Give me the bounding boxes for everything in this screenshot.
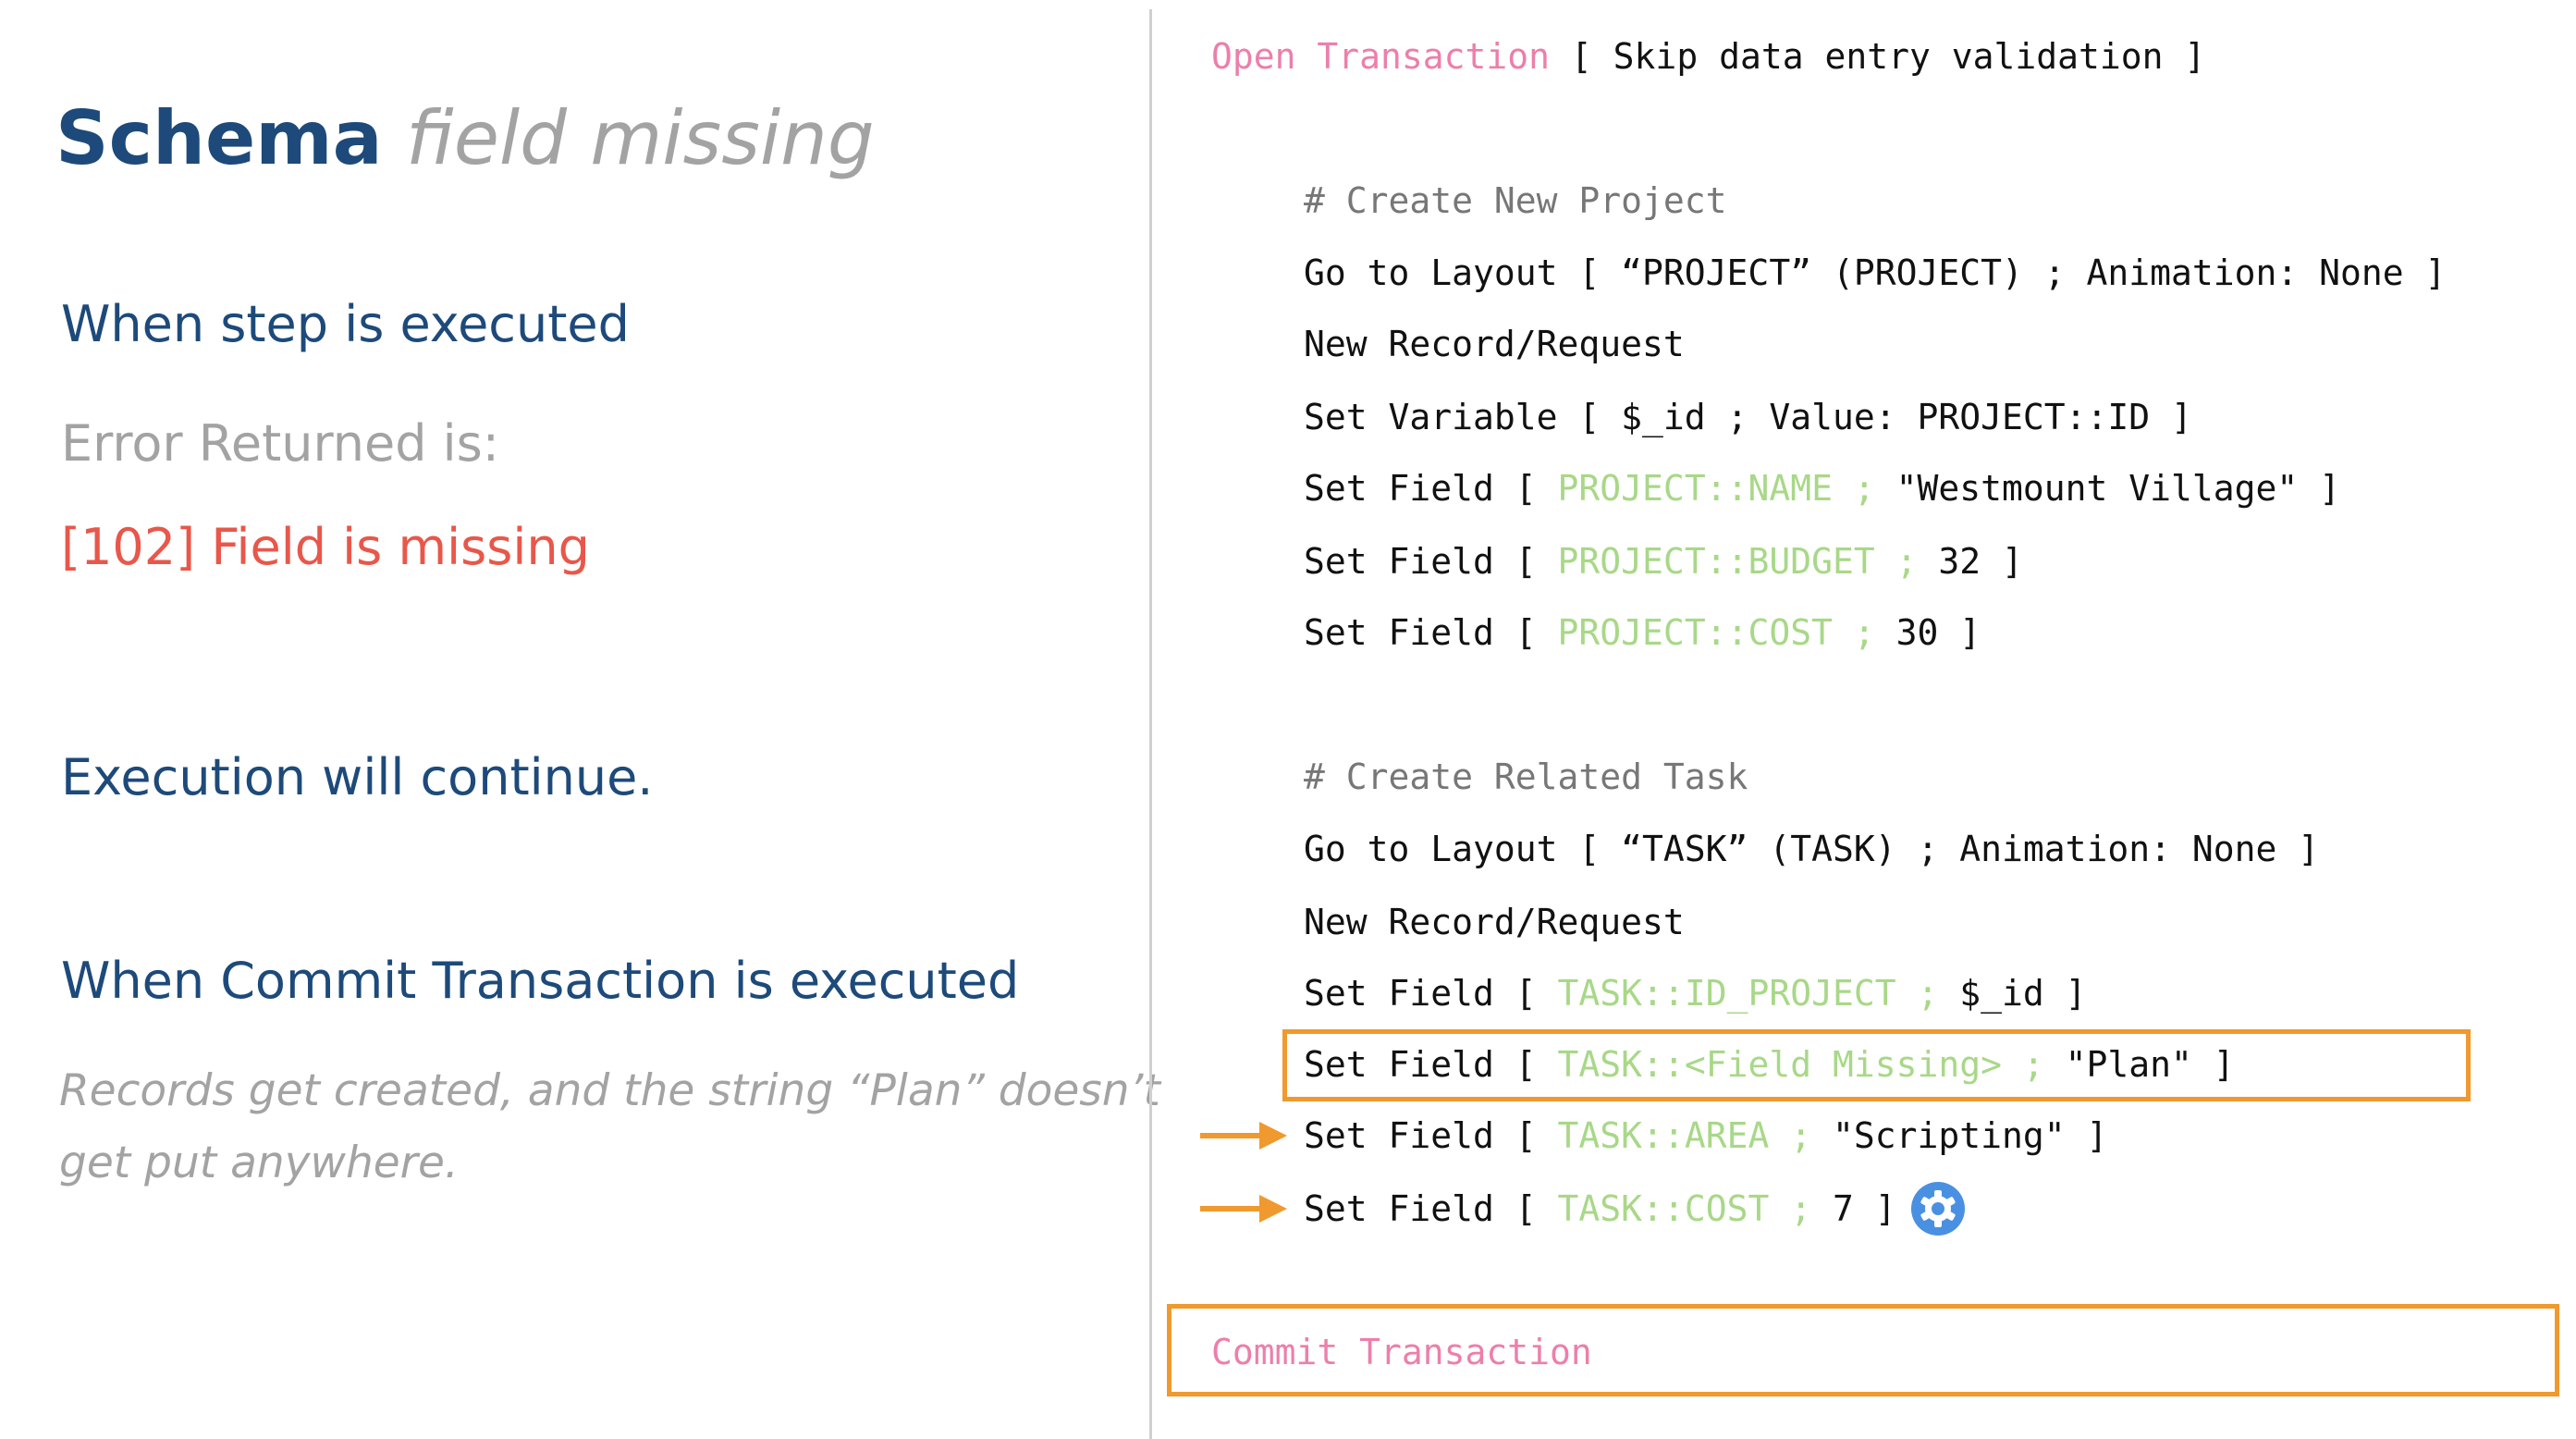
code-text: $_id ] — [1959, 973, 2087, 1014]
code-text: [ Skip data entry validation ] — [1550, 36, 2206, 77]
field-ref: PROJECT::BUDGET ; — [1557, 541, 1939, 582]
code-text: Set Field [ — [1304, 1115, 1558, 1156]
field-ref: TASK::<Field Missing> ; — [1557, 1044, 2066, 1085]
code-text: 30 ] — [1895, 612, 1981, 653]
code-line: Go to Layout [ “TASK” (TASK) ; Animation… — [1304, 829, 2320, 869]
code-text: 32 ] — [1938, 541, 2023, 582]
title-italic: field missing — [406, 95, 875, 181]
note-line-2: get put anywhere. — [59, 1138, 459, 1188]
arrow-right-icon — [1200, 1195, 1287, 1223]
when-commit-text: When Commit Transaction is executed — [61, 952, 1020, 1010]
code-line: Set Field [ PROJECT::NAME ; "Westmount V… — [1304, 465, 2340, 511]
code-text: Set Field [ — [1304, 541, 1558, 582]
code-line: Go to Layout [ “PROJECT” (PROJECT) ; Ani… — [1304, 252, 2447, 293]
error-label: Error Returned is: — [61, 414, 499, 473]
code-commit-transaction: Commit Transaction — [1211, 1332, 1592, 1372]
code-text: Set Field [ — [1304, 1044, 1558, 1085]
keyword: Open Transaction — [1211, 36, 1551, 77]
field-ref: TASK::COST ; — [1557, 1188, 1833, 1229]
code-line: New Record/Request — [1304, 324, 1685, 364]
code-line: Set Variable [ $_id ; Value: PROJECT::ID… — [1304, 397, 2192, 437]
code-comment-project: # Create New Project — [1304, 180, 1727, 221]
when-step-text: When step is executed — [61, 295, 630, 353]
code-text: "Scripting" ] — [1832, 1115, 2108, 1156]
code-text: "Plan" ] — [2065, 1044, 2235, 1085]
code-text: Set Field [ — [1304, 1188, 1558, 1229]
code-line: Set Field [ PROJECT::BUDGET ; 32 ] — [1304, 538, 2023, 584]
code-text: Set Field [ — [1304, 973, 1558, 1014]
note-line-1: Records get created, and the string “Pla… — [59, 1065, 1160, 1116]
code-line-missing-field: Set Field [ TASK::<Field Missing> ; "Pla… — [1304, 1041, 2235, 1088]
code-line: New Record/Request — [1304, 902, 1685, 942]
code-text: Set Field [ — [1304, 612, 1558, 653]
code-open-transaction: Open Transaction [ Skip data entry valid… — [1211, 33, 2205, 80]
title-bold: Schema — [55, 95, 383, 181]
highlight-box-missing-field — [1282, 1029, 2471, 1101]
error-value: [102] Field is missing — [61, 518, 590, 576]
field-ref: TASK::ID_PROJECT ; — [1557, 973, 1960, 1014]
gear-icon[interactable] — [1910, 1181, 1966, 1236]
field-ref: TASK::AREA ; — [1557, 1115, 1833, 1156]
highlight-box-commit — [1167, 1304, 2559, 1396]
continue-text: Execution will continue. — [61, 748, 654, 806]
code-comment-task: # Create Related Task — [1304, 756, 1748, 797]
arrow-right-icon — [1200, 1122, 1287, 1150]
code-line: Set Field [ PROJECT::COST ; 30 ] — [1304, 609, 1981, 656]
field-ref: PROJECT::COST ; — [1557, 612, 1896, 653]
code-text: "Westmount Village" ] — [1895, 468, 2341, 509]
code-line: Set Field [ TASK::ID_PROJECT ; $_id ] — [1304, 970, 2087, 1016]
field-ref: PROJECT::NAME ; — [1557, 468, 1896, 509]
code-text: 7 ] — [1832, 1188, 1896, 1229]
divider — [1149, 9, 1152, 1439]
code-line: Set Field [ TASK::COST ; 7 ] — [1304, 1186, 1896, 1232]
slide-title: Schema field missing — [55, 92, 875, 185]
code-text: Set Field [ — [1304, 468, 1558, 509]
code-line: Set Field [ TASK::AREA ; "Scripting" ] — [1304, 1113, 2107, 1159]
